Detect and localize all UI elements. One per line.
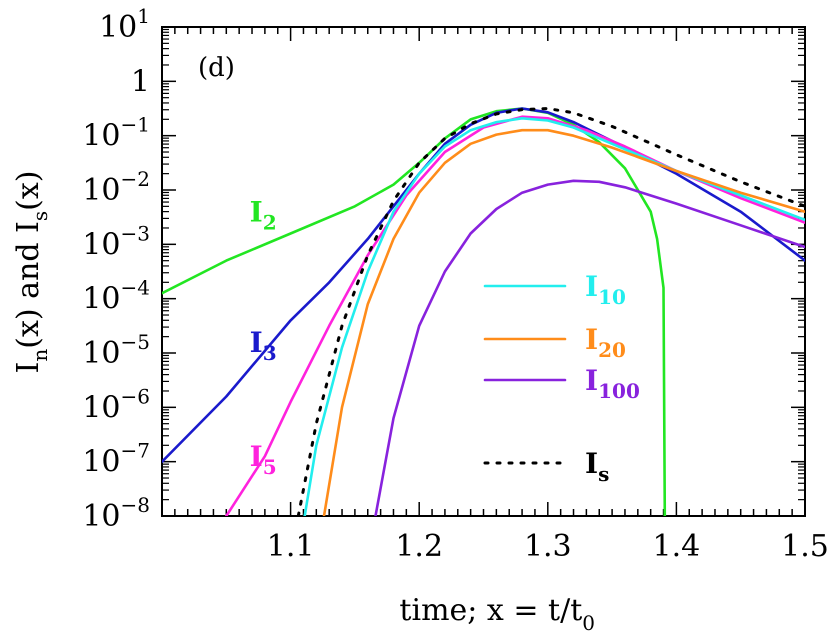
series-line-I5	[225, 115, 805, 516]
legend-label-I10: I10	[585, 270, 626, 309]
axis-ticks: 1.1 1.2 1.3 1.4 1.5 101 1 10−1 10−2 10−3 10−4 10−5 1…	[82, 4, 829, 564]
x-tick-label: 1.1	[267, 529, 315, 564]
x-tick-label: 1.2	[395, 529, 443, 564]
legend-label-I100: I100	[585, 364, 640, 403]
legend-label-I20: I20	[585, 323, 626, 362]
series-line-I10	[303, 117, 805, 516]
series-line-I100	[374, 179, 805, 516]
x-axis-title: time; x = t/t0	[399, 593, 595, 635]
series-label-I5: I5	[250, 440, 277, 479]
series-label-I3: I3	[250, 326, 277, 365]
y-tick-label: 10−6	[82, 384, 150, 425]
panel-label: (d)	[198, 53, 235, 83]
series-label-I2: I2	[250, 196, 277, 235]
series-line-Is	[296, 107, 805, 516]
x-axis-title-sub: 0	[582, 611, 595, 635]
x-tick-label: 1.4	[653, 529, 701, 564]
y-tick-label: 10−2	[82, 167, 150, 208]
legend-label-Is: Is	[585, 447, 609, 486]
y-tick-label: 10−3	[82, 221, 150, 262]
y-tick-label: 10−1	[82, 113, 150, 154]
x-tick-label: 1.5	[781, 529, 829, 564]
series-line-I20	[322, 128, 805, 516]
y-tick-label: 10−4	[82, 276, 150, 317]
series-line-I3	[162, 107, 805, 464]
y-axis-title: In(x) and Is(x)	[11, 170, 52, 373]
y-tick-label: 1	[131, 64, 150, 99]
y-tick-label: 101	[99, 4, 150, 45]
series-lines	[162, 107, 805, 516]
y-tick-label: 10−8	[82, 493, 150, 534]
y-tick-label: 10−7	[82, 439, 150, 480]
x-axis-title-main: time; x = t/t	[399, 593, 582, 628]
y-tick-label: 10−5	[82, 330, 150, 371]
x-tick-label: 1.3	[524, 529, 572, 564]
